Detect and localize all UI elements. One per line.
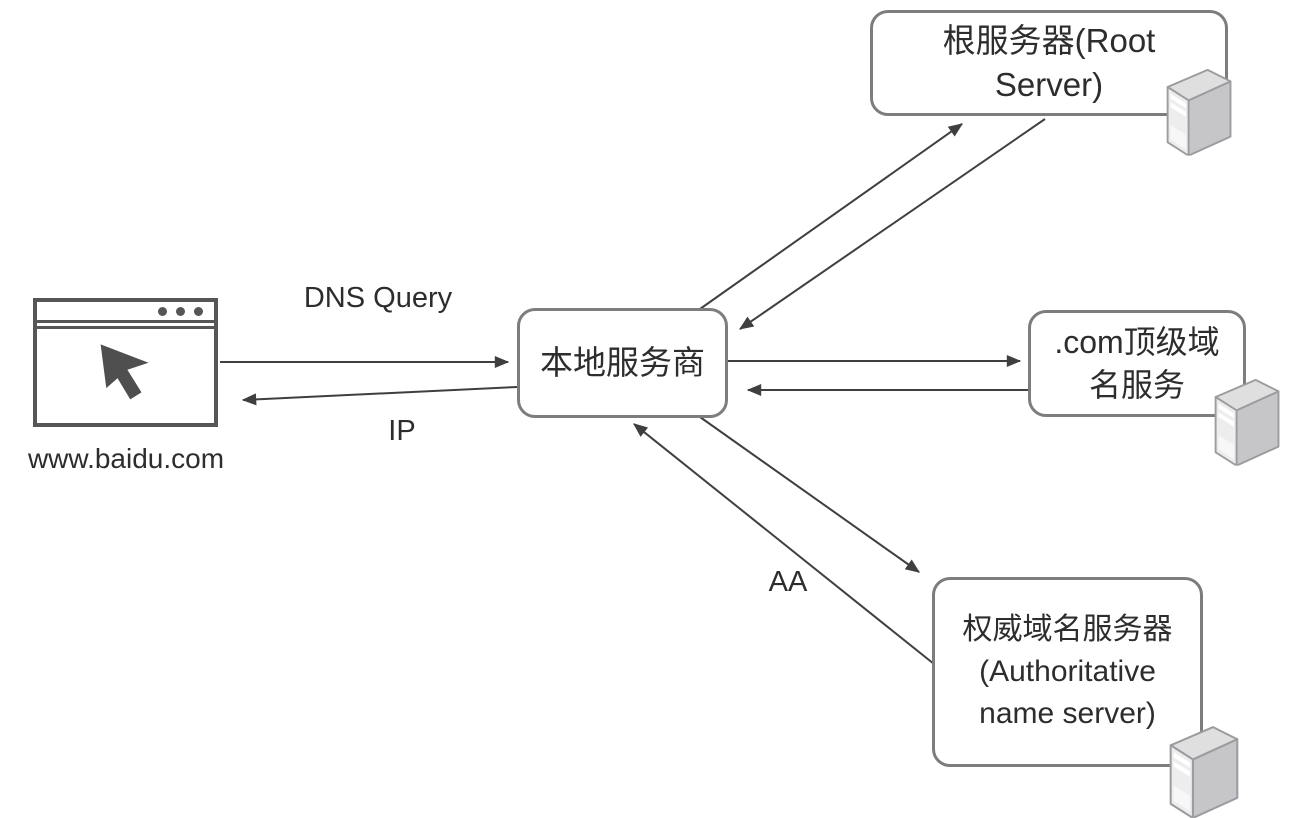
tld-server-icon (1208, 367, 1288, 469)
browser-content (37, 329, 214, 423)
aa-record-label: AA (768, 566, 808, 598)
root-server-icon (1160, 60, 1240, 156)
edge-response-from-auth-arrow (633, 423, 935, 665)
edge-query-to-root-arrow (699, 123, 963, 310)
ip-response-label: IP (388, 415, 416, 447)
node-tld-server: .com顶级域名服务 (1028, 310, 1246, 417)
client-url-label: www.baidu.com (27, 443, 225, 474)
browser-toolbar-rule (37, 326, 214, 329)
node-local-dns-label: 本地服务商 (540, 344, 705, 382)
browser-window-icon (33, 298, 218, 427)
node-root-server-label: 根服务器(Root Server) (942, 22, 1156, 103)
edge-response-from-root-arrow (739, 118, 1046, 330)
node-authoritative-server-label: 权威域名服务器 (Authoritative name server) (962, 613, 1173, 730)
node-tld-server-label: .com顶级域名服务 (1054, 324, 1220, 403)
browser-dot-icon (194, 306, 203, 316)
mouse-cursor-icon (100, 344, 149, 400)
browser-dot-icon (158, 306, 167, 316)
browser-titlebar (37, 302, 214, 323)
edge-query-to-auth-arrow (699, 416, 920, 573)
authoritative-server-icon (1162, 717, 1248, 818)
dns-query-label: DNS Query (303, 282, 453, 314)
node-authoritative-server: 权威域名服务器 (Authoritative name server) (932, 577, 1203, 767)
browser-dot-icon (176, 306, 185, 316)
edge-ip-response-arrow (241, 386, 518, 406)
node-local-dns-provider: 本地服务商 (517, 308, 728, 418)
